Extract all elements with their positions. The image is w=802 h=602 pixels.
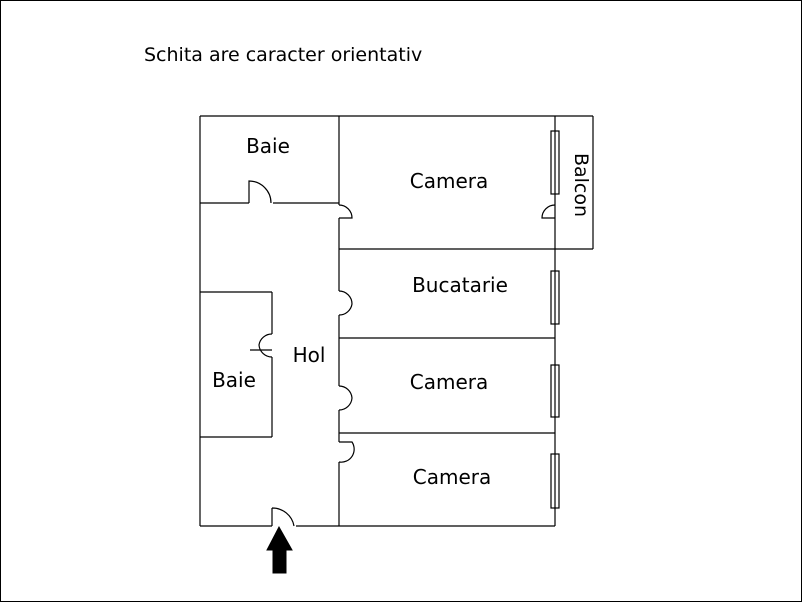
door-camera-top-balcony xyxy=(541,204,556,219)
label-baie-left: Baie xyxy=(212,368,256,392)
door-camera-top xyxy=(338,204,353,229)
disclaimer-note: Schita are caracter orientativ xyxy=(144,44,423,66)
interior-walls xyxy=(200,116,555,526)
door-camera-bottom xyxy=(338,441,355,463)
label-hol: Hol xyxy=(293,343,326,367)
balcony-walls xyxy=(554,116,594,250)
door-baie-top xyxy=(248,180,272,204)
arrow-up-icon xyxy=(266,525,293,574)
window-camera-bottom xyxy=(550,453,560,509)
label-bucatarie: Bucatarie xyxy=(412,273,508,297)
label-balcon: Balcon xyxy=(570,153,592,217)
door-bucatarie xyxy=(338,290,353,316)
label-camera-bottom: Camera xyxy=(413,465,492,489)
doors xyxy=(248,180,556,527)
door-baie-left xyxy=(250,333,273,358)
label-camera-top: Camera xyxy=(410,169,489,193)
window-bucatarie xyxy=(550,270,560,325)
windows xyxy=(550,130,560,509)
window-camera-middle xyxy=(550,364,560,418)
outer-walls xyxy=(199,115,593,527)
window-camera-top xyxy=(550,130,560,195)
label-camera-middle: Camera xyxy=(410,370,489,394)
door-entrance xyxy=(271,507,295,527)
door-camera-middle xyxy=(338,385,353,411)
label-baie-top: Baie xyxy=(246,134,290,158)
